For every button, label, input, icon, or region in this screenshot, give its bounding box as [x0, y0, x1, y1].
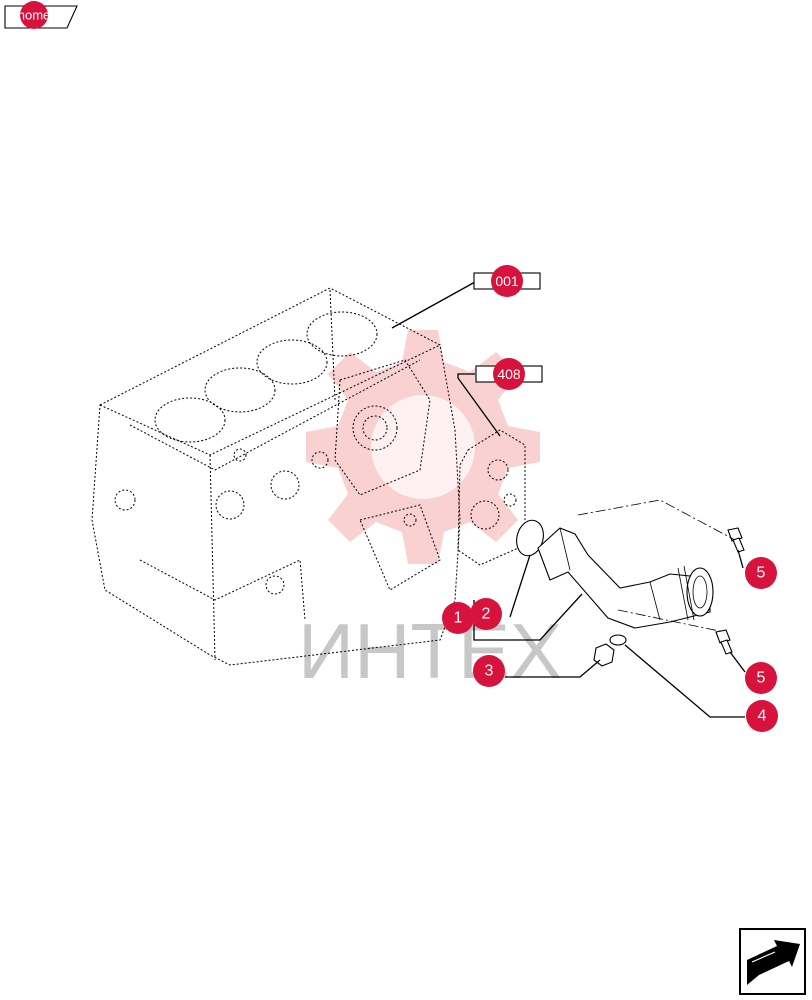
engine-block-drawing [91, 287, 461, 666]
watermark-text: ИНТЕХ [298, 607, 562, 695]
water-pipe-part [537, 527, 714, 629]
home-button[interactable]: home [4, 1, 78, 29]
bolt-upper-part [727, 527, 745, 553]
home-button-label: home [18, 8, 51, 23]
svg-text:1: 1 [454, 610, 463, 627]
callout-2[interactable]: 2 [470, 598, 502, 630]
callout-5-lower[interactable]: 5 [745, 662, 777, 694]
callout-3[interactable]: 3 [473, 655, 505, 687]
assembly-line-lower [617, 609, 725, 633]
callout-5-upper[interactable]: 5 [745, 557, 777, 589]
svg-text:2: 2 [482, 606, 491, 623]
cover-plate-drawing [457, 429, 526, 566]
svg-text:5: 5 [757, 565, 766, 582]
next-page-button[interactable] [739, 928, 806, 995]
svg-text:4: 4 [758, 708, 767, 725]
ref-tag-001[interactable]: 001 [473, 265, 541, 297]
callout-4[interactable]: 4 [746, 700, 778, 732]
svg-text:001: 001 [495, 273, 519, 289]
assembly-line-upper [577, 499, 736, 541]
washer-part [609, 634, 627, 646]
svg-text:3: 3 [485, 663, 494, 680]
watermark-gear-icon [306, 330, 540, 564]
bolt-lower-part [715, 629, 733, 655]
arrow-forward-icon [747, 940, 800, 985]
o-ring-part [516, 519, 544, 557]
callout-1[interactable]: 1 [442, 602, 474, 634]
svg-text:408: 408 [497, 366, 521, 382]
svg-text:5: 5 [757, 670, 766, 687]
ref-tag-408[interactable]: 408 [475, 358, 543, 390]
home-button-badge [20, 1, 48, 29]
